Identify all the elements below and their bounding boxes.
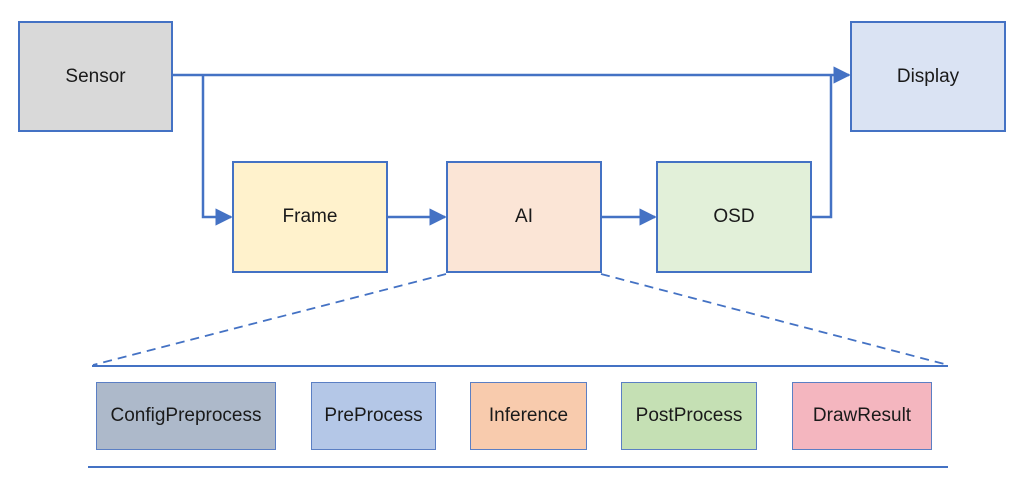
osd-node: OSD [656, 161, 812, 273]
frame-node: Frame [232, 161, 388, 273]
osd-label: OSD [713, 206, 755, 227]
display-node: Display [850, 21, 1006, 132]
zoom-line-left [92, 273, 447, 366]
ai-node: AI [446, 161, 602, 273]
stage-inference: Inference [470, 382, 587, 450]
zoom-line-right [600, 273, 949, 366]
ai-label: AI [515, 206, 533, 227]
stage-label: Inference [488, 405, 569, 426]
connector-sensor-frame [201, 75, 233, 226]
connector-osd-display [811, 75, 833, 219]
stage-preprocess: PreProcess [311, 382, 436, 450]
stage-label: PreProcess [324, 405, 423, 426]
stage-draw-result: DrawResult [792, 382, 932, 450]
stage-postprocess: PostProcess [621, 382, 757, 450]
stage-label: DrawResult [812, 405, 912, 426]
stage-label: PostProcess [635, 405, 743, 426]
sensor-label: Sensor [65, 65, 126, 87]
frame-label: Frame [282, 206, 338, 227]
sensor-node: Sensor [18, 21, 173, 132]
stage-label: ConfigPreprocess [110, 405, 262, 426]
stage-config-preprocess: ConfigPreprocess [96, 382, 276, 450]
display-label: Display [896, 65, 960, 87]
